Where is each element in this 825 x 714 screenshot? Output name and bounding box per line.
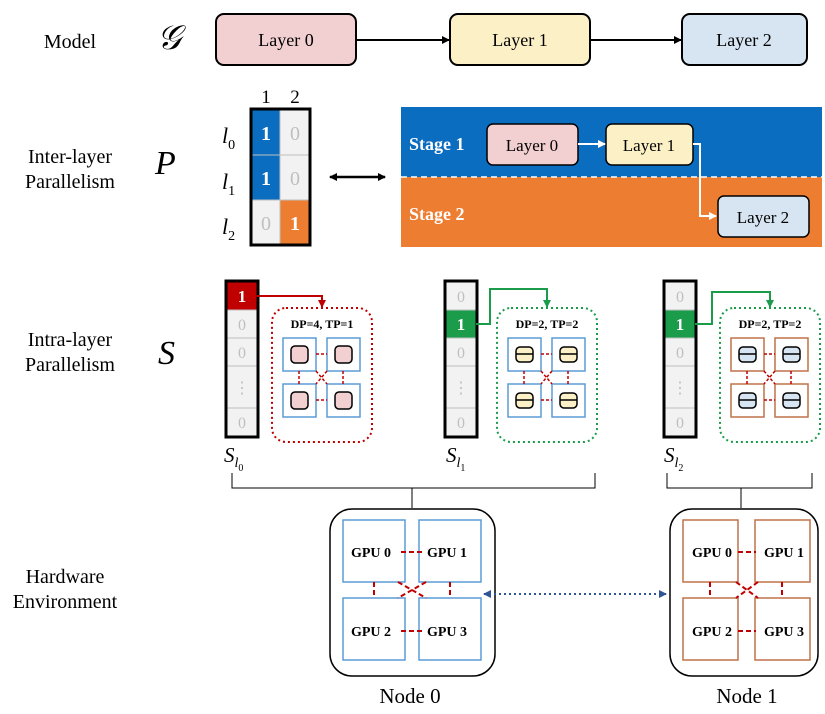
strategy-2-entry-2: 0 [676,345,684,362]
matrix-p-cell-1-1: 0 [290,168,300,190]
strategy-2-config-label: DP=2, TP=2 [739,317,802,331]
matrix-p-cell-1-0: 1 [261,168,271,190]
matrix-p: 1 2 l0 l1 l2 1 0 1 0 0 1 [222,87,312,247]
strategy-0-config-box [271,307,373,443]
symbol-inter-p: P [155,145,176,182]
matrix-p-col-header-1: 1 [261,87,271,108]
node-1-gpu-0: GPU 0 [692,546,732,561]
strategy-1-config-label: DP=2, TP=2 [516,317,579,331]
strategy-1-entry-0: 0 [457,289,465,306]
node-1-label: Node 1 [716,684,778,708]
row-label-inter-line1: Inter-layer [28,146,112,168]
node-0-gpu-0: GPU 0 [351,546,391,561]
row-label-hw-line1: Hardware [25,566,105,588]
model-layer-1-label: Layer 1 [492,30,547,50]
strategy-0-name: Sl0 [224,443,243,474]
strategy-1-entry-3: ⋮ [453,380,469,397]
row-label-intra-layer: Intra-layer Parallelism [5,328,135,378]
node-1-gpu-3: GPU 3 [764,625,804,640]
stage-2-label: Stage 2 [409,204,465,224]
model-layer-1: Layer 1 [449,13,591,66]
strategy-2-entry-3: ⋮ [672,380,688,397]
strategy-0-select-arrow [257,295,326,308]
stage-1-layer-0-label: Layer 0 [506,136,558,155]
stage-2-layer-2-label: Layer 2 [737,208,789,227]
strategy-0-entry-4: 0 [238,415,246,432]
strategy-1-config-box [496,307,598,443]
bracket-node-0 [231,473,596,508]
model-layer-0-label: Layer 0 [258,30,313,50]
strategy-0-entry-1: 0 [238,317,246,334]
strategy-2-device-grid [730,337,809,418]
strategy-0-entry-0: 1 [238,287,247,306]
strategy-1-entry-2: 0 [457,345,465,362]
stage-arrow-1-2 [693,143,717,220]
strategy-1-select-arrow [476,288,551,325]
strategy-1-entry-1: 1 [457,315,466,334]
strategy-1-device-grid [507,337,586,418]
strategy-1: 0 1 0 ⋮ 0 Sl1 DP=2, TP=2 [443,279,598,474]
symbol-model-graph: 𝒢 [157,20,182,57]
row-label-hardware: Hardware Environment [0,565,130,615]
strategy-2-entry-1: 1 [676,315,685,334]
strategy-1-name: Sl1 [446,443,465,474]
node-0-gpu-3: GPU 3 [427,625,467,640]
strategy-2: 0 1 0 ⋮ 0 Sl2 DP=2, TP=2 [662,279,821,474]
matrix-p-row-label-2: l2 [222,214,235,244]
strategy-2-entry-4: 0 [676,415,684,432]
strategy-2-entry-0: 0 [676,289,684,306]
model-layer-2-label: Layer 2 [716,30,771,50]
row-label-hw-line2: Environment [12,591,118,613]
stages-panel: Stage 1 Stage 2 Layer 0 Layer 1 Layer 2 [401,107,822,247]
matrix-p-row-label-1: l1 [222,169,235,199]
matrix-p-col-header-2: 2 [290,87,300,108]
row-label-inter-line2: Parallelism [25,171,115,193]
strategy-0-entry-3: ⋮ [234,380,250,397]
row-label-intra-line2: Parallelism [25,354,115,376]
matrix-p-cell-0-0: 1 [261,123,271,145]
strategy-0-config-label: DP=4, TP=1 [291,317,354,331]
row-label-inter-layer: Inter-layer Parallelism [5,145,135,195]
node-1-gpu-2: GPU 2 [692,625,732,640]
stage-1-layer-1-label: Layer 1 [623,136,675,155]
node-1-gpu-1: GPU 1 [764,546,804,561]
row-label-model: Model [43,31,97,53]
node-0-label: Node 0 [379,684,441,708]
symbol-intra-s: S [158,335,175,372]
strategy-1-entry-4: 0 [457,415,465,432]
strategy-2-select-arrow [695,291,774,325]
stage-1-label: Stage 1 [409,134,465,154]
strategy-0: 1 0 0 ⋮ 0 Sl0 DP=4, TP=1 [224,279,373,474]
matrix-p-cell-2-1: 1 [290,213,300,235]
node-0-gpu-2: GPU 2 [351,625,391,640]
matrix-p-row-label-0: l0 [222,123,235,153]
row-label-intra-line1: Intra-layer [27,329,113,351]
node-1: GPU 0 GPU 1 GPU 2 GPU 3 [669,508,819,677]
strategy-0-device-grid [282,337,361,418]
stage-1-layer-0: Layer 0 [486,123,579,166]
strategy-0-entry-2: 0 [238,345,246,362]
node-0-gpu-1: GPU 1 [427,546,467,561]
stage-2-layer-2: Layer 2 [717,195,810,238]
matrix-p-cell-2-0: 0 [261,213,271,235]
strategy-2-name: Sl2 [664,443,683,474]
strategy-2-config-box [719,307,821,443]
stage-1-layer-1: Layer 1 [605,123,694,166]
node-0: GPU 0 GPU 1 GPU 2 GPU 3 [329,508,496,677]
matrix-p-cell-0-1: 0 [290,123,300,145]
model-layer-2: Layer 2 [681,13,808,66]
model-layer-0: Layer 0 [215,13,357,66]
bracket-node-1 [666,473,813,508]
